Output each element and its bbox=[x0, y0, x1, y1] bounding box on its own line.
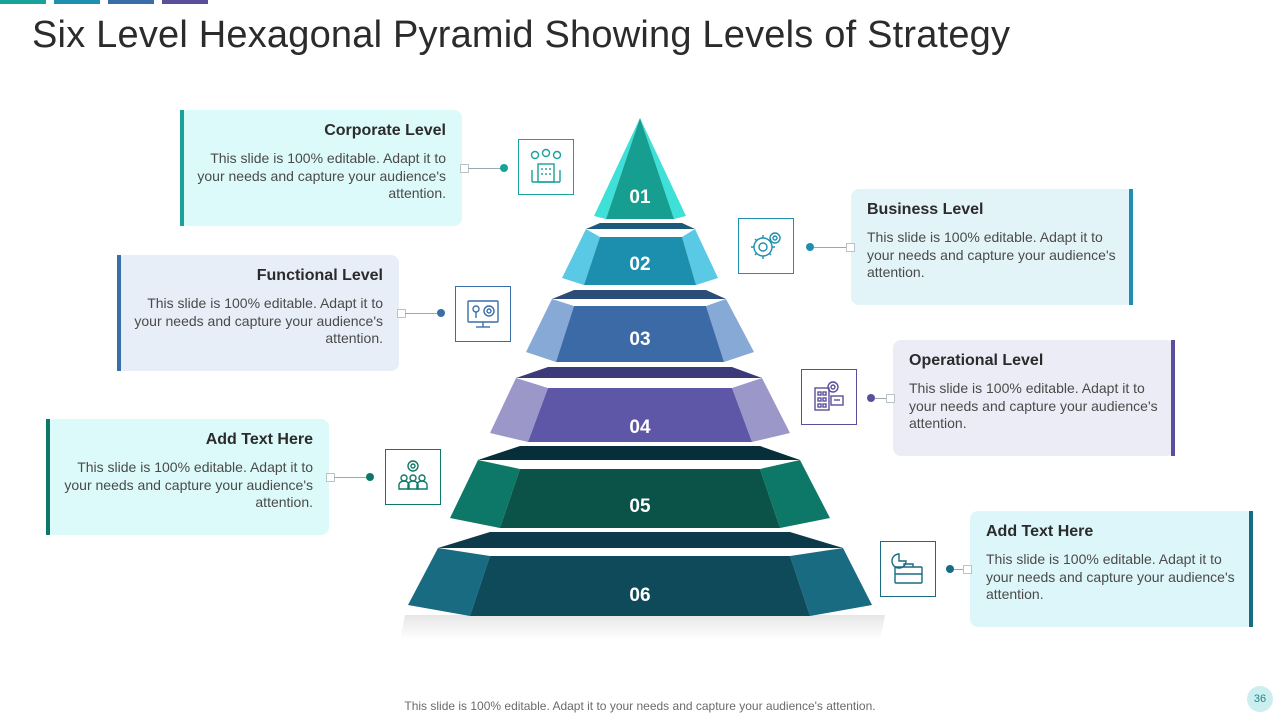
connector-square bbox=[886, 394, 895, 403]
gears-icon bbox=[738, 218, 794, 274]
pyramid-level-4 bbox=[490, 367, 790, 442]
card-title: Functional Level bbox=[256, 267, 383, 284]
connector-line bbox=[954, 569, 964, 570]
pyramid-level-1 bbox=[594, 118, 686, 219]
accent-bar-2 bbox=[54, 0, 100, 4]
connector-square bbox=[963, 565, 972, 574]
connector-line bbox=[875, 398, 887, 399]
pyramid-level-6 bbox=[408, 532, 872, 616]
connector-dot bbox=[806, 243, 814, 251]
card-accent-bar bbox=[117, 255, 121, 371]
card-business-level: Business Level This slide is 100% editab… bbox=[851, 189, 1133, 305]
top-accent-bars bbox=[0, 0, 220, 4]
pyramid-level-3 bbox=[526, 290, 754, 362]
card-operational-level: Operational Level This slide is 100% edi… bbox=[893, 340, 1175, 456]
card-body: This slide is 100% editable. Adapt it to… bbox=[134, 295, 383, 346]
card-body: This slide is 100% editable. Adapt it to… bbox=[909, 380, 1158, 431]
card-functional-level: Functional Level This slide is 100% edit… bbox=[117, 255, 399, 371]
card-title: Add Text Here bbox=[986, 523, 1094, 540]
card-corporate-level: Corporate Level This slide is 100% edita… bbox=[180, 110, 462, 226]
accent-bar-3 bbox=[108, 0, 154, 4]
pyramid-level-2 bbox=[562, 223, 718, 285]
pyramid-shadow bbox=[400, 615, 885, 640]
card-accent-bar bbox=[1249, 511, 1253, 627]
footer-note: This slide is 100% editable. Adapt it to… bbox=[404, 699, 876, 713]
connector-line bbox=[405, 313, 437, 314]
card-add-text-left: Add Text Here This slide is 100% editabl… bbox=[46, 419, 329, 535]
operations-panel-icon bbox=[801, 369, 857, 425]
page-number-badge: 36 bbox=[1247, 686, 1273, 712]
card-add-text-right: Add Text Here This slide is 100% editabl… bbox=[970, 511, 1253, 627]
connector-dot bbox=[366, 473, 374, 481]
level-number-6: 06 bbox=[629, 585, 650, 606]
briefcase-chart-icon bbox=[880, 541, 936, 597]
pyramid-level-5 bbox=[450, 446, 830, 528]
monitor-settings-icon bbox=[455, 286, 511, 342]
card-title: Business Level bbox=[867, 201, 984, 218]
card-title: Add Text Here bbox=[205, 431, 313, 448]
card-body: This slide is 100% editable. Adapt it to… bbox=[197, 150, 446, 201]
card-accent-bar bbox=[1171, 340, 1175, 456]
level-number-3: 03 bbox=[629, 329, 650, 350]
card-body: This slide is 100% editable. Adapt it to… bbox=[986, 551, 1235, 602]
connector-dot bbox=[500, 164, 508, 172]
level-number-1: 01 bbox=[629, 187, 651, 208]
card-accent-bar bbox=[1129, 189, 1133, 305]
card-accent-bar bbox=[180, 110, 184, 226]
corporate-building-icon bbox=[518, 139, 574, 195]
connector-dot bbox=[867, 394, 875, 402]
connector-square bbox=[846, 243, 855, 252]
connector-line bbox=[334, 477, 366, 478]
accent-bar-1 bbox=[0, 0, 46, 4]
card-body: This slide is 100% editable. Adapt it to… bbox=[64, 459, 313, 510]
page-title: Six Level Hexagonal Pyramid Showing Leve… bbox=[32, 14, 1011, 56]
level-number-2: 02 bbox=[629, 254, 650, 275]
connector-dot bbox=[437, 309, 445, 317]
accent-bar-4 bbox=[162, 0, 208, 4]
team-gear-icon bbox=[385, 449, 441, 505]
connector-line bbox=[468, 168, 502, 169]
card-title: Corporate Level bbox=[324, 122, 446, 139]
card-body: This slide is 100% editable. Adapt it to… bbox=[867, 229, 1116, 280]
card-accent-bar bbox=[46, 419, 50, 535]
level-number-5: 05 bbox=[629, 496, 651, 517]
card-title: Operational Level bbox=[909, 352, 1044, 369]
connector-line bbox=[814, 247, 846, 248]
level-number-4: 04 bbox=[629, 417, 651, 438]
connector-dot bbox=[946, 565, 954, 573]
